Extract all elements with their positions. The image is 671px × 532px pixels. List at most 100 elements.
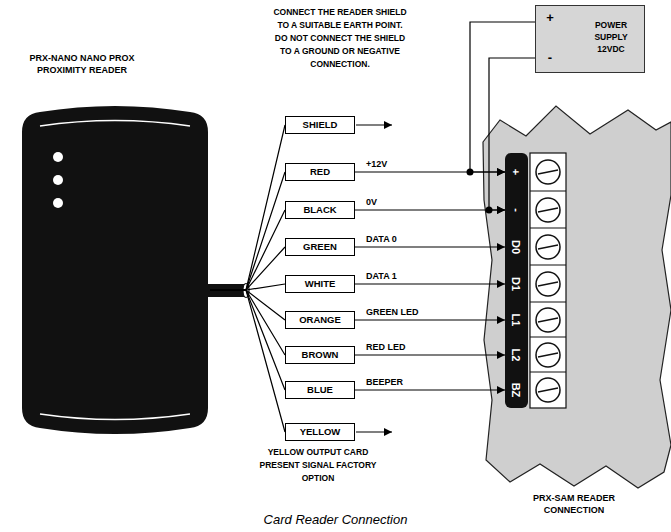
text-holder: D0: [505, 232, 528, 262]
node-text: +: [542, 10, 558, 26]
signal-label-holder: BEEPER: [366, 377, 403, 388]
signal-label-holder: DATA 1: [366, 271, 397, 282]
wire-connector: [355, 354, 505, 355]
proximity-reader: PRX-NANO NANO PROX PROXIMITY READER: [16, 52, 210, 437]
node-text: +: [510, 169, 524, 175]
signal-label-holder: +12V: [366, 159, 387, 170]
wire-connector: [355, 246, 505, 247]
housing-edge-line: [40, 414, 190, 420]
text-holder: YELLOW: [286, 424, 354, 440]
text-holder: BLACK: [286, 202, 354, 218]
junction-dot: [467, 169, 474, 176]
wire-connector: [210, 247, 285, 290]
signal-name: RED LED: [366, 342, 406, 353]
prx-sam-board: PRX-SAM READER CONNECTION + - D0D1L1L2BZ: [478, 100, 671, 520]
terminal-strip: [505, 153, 528, 408]
wire-colour-tag: SHIELD: [285, 116, 355, 134]
text-holder: GREEN: [286, 239, 354, 255]
wire-colour-tag: RED: [285, 163, 355, 181]
text-holder: BZ: [505, 375, 528, 405]
node-text: -: [509, 208, 523, 212]
node-text: ORANGE: [299, 314, 341, 326]
wire-colour-tag: BLACK: [285, 201, 355, 219]
signal-label-holder: DATA 0: [366, 234, 397, 245]
text-holder: PRX-NANO NANO PROX PROXIMITY READER: [16, 52, 148, 76]
indicator-led: [53, 152, 63, 162]
signal-name: DATA 0: [366, 234, 397, 245]
text-holder: +: [542, 10, 558, 26]
terminal-label: D1: [505, 269, 528, 299]
text-holder: PRX-SAM READER CONNECTION: [518, 492, 630, 516]
note-text: YELLOW OUTPUT CARD PRESENT SIGNAL FACTOR…: [258, 446, 378, 485]
signal-label-holder: GREEN LED: [366, 307, 419, 318]
shield-lead-arrow: [356, 124, 392, 125]
wire-connector: [210, 210, 285, 290]
power-supply-box: + POWER SUPPLY 12VDC -: [535, 5, 645, 73]
reader-body: [16, 52, 210, 437]
wire-colour-tag: YELLOW: [285, 423, 355, 441]
text-holder: RED: [286, 164, 354, 180]
indicator-led: [53, 175, 63, 185]
housing-edge-line: [40, 121, 190, 127]
terminal-label: +: [505, 157, 528, 187]
node-text: L1: [510, 314, 524, 327]
wire-connector: [210, 125, 285, 290]
wire-connector: [355, 319, 505, 320]
wire-colour-tag: BLUE: [285, 381, 355, 399]
wire-connector: [355, 389, 505, 390]
wire-connector: [210, 284, 285, 290]
note-holder: CONNECT THE READER SHIELD TO A SUITABLE …: [272, 6, 408, 71]
node-text: POWER SUPPLY 12VDC: [580, 19, 642, 55]
note-text: CONNECT THE READER SHIELD TO A SUITABLE …: [272, 6, 408, 71]
text-holder: ORANGE: [286, 312, 354, 328]
text-holder: D1: [505, 269, 528, 299]
terminal-label: BZ: [505, 375, 528, 405]
wire-connector: [355, 209, 505, 210]
text-holder: WHITE: [286, 276, 354, 292]
figure-caption: Card Reader Connection: [264, 512, 408, 527]
node-text: SHIELD: [303, 119, 338, 131]
indicator-led: [53, 198, 63, 208]
terminal-label: L1: [505, 305, 528, 335]
wire-colour-tag: WHITE: [285, 275, 355, 293]
node-text: D0: [510, 240, 524, 254]
node-text: BROWN: [302, 349, 339, 361]
text-holder: L2: [505, 340, 528, 370]
node-text: PRX-SAM READER CONNECTION: [518, 492, 630, 516]
signal-name: 0V: [366, 197, 377, 208]
node-text: -: [542, 50, 558, 66]
wire-connector: [210, 290, 285, 355]
wire-colour-tag: ORANGE: [285, 311, 355, 329]
signal-label-holder: 0V: [366, 197, 377, 208]
signal-name: +12V: [366, 159, 387, 170]
wire-colour-tag: BROWN: [285, 346, 355, 364]
terminal-label: D0: [505, 232, 528, 262]
signal-label-holder: RED LED: [366, 342, 406, 353]
node-text: WHITE: [305, 278, 336, 290]
wire-connector: [355, 283, 505, 284]
reader-housing: [22, 106, 208, 434]
note-holder: YELLOW OUTPUT CARD PRESENT SIGNAL FACTOR…: [258, 446, 378, 485]
text-holder: POWER SUPPLY 12VDC: [580, 19, 642, 55]
signal-name: DATA 1: [366, 271, 397, 282]
wire-colour-tag: GREEN: [285, 238, 355, 256]
node-text: GREEN: [303, 241, 337, 253]
text-holder: L1: [505, 305, 528, 335]
node-text: D1: [510, 277, 524, 291]
node-text: RED: [310, 166, 330, 178]
node-text: BLUE: [307, 384, 333, 396]
text-holder: -: [505, 195, 528, 225]
board-outline: [478, 100, 671, 520]
node-text: BLACK: [303, 204, 336, 216]
text-holder: +: [505, 157, 528, 187]
node-text: PRX-NANO NANO PROX PROXIMITY READER: [16, 52, 148, 76]
board-shape: [483, 106, 671, 488]
wire-connector: [210, 290, 285, 432]
signal-name: GREEN LED: [366, 307, 419, 318]
text-holder: SHIELD: [286, 117, 354, 133]
signal-name: BEEPER: [366, 377, 403, 388]
text-holder: BROWN: [286, 347, 354, 363]
text-holder: -: [542, 50, 558, 66]
wire-connector: [210, 172, 285, 290]
